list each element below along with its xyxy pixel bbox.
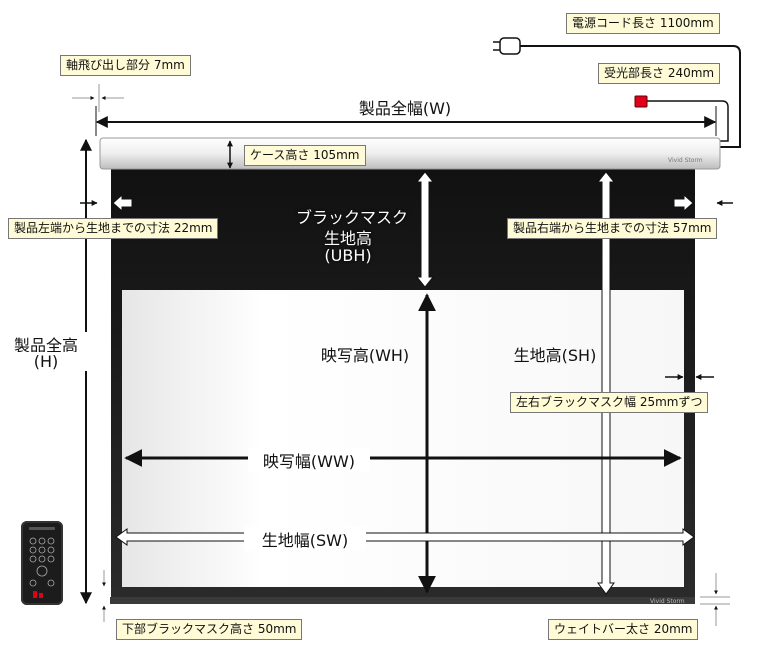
side-mask-label: 左右ブラックマスク幅 25mmずつ — [510, 392, 709, 413]
shaft-label: 軸飛び出し部分 7mm — [60, 55, 191, 76]
left-edge-arrow-hollow — [112, 193, 133, 213]
view-width-label: 映写幅(WW) — [248, 448, 370, 472]
right-edge-arrow-hollow — [673, 193, 694, 213]
fabric-height-label: 生地高(SH) — [513, 346, 597, 365]
power-cord-label: 電源コード長さ 1100mm — [566, 13, 720, 34]
black-mask-height-arrow — [415, 171, 435, 288]
view-height-label: 映写高(WH) — [320, 346, 410, 365]
right-edge-label: 製品右端から生地までの寸法 57mm — [507, 218, 718, 239]
bottom-mask-label: 下部ブラックマスク高さ 50mm — [116, 619, 303, 640]
receiver-icon — [634, 95, 648, 108]
black-mask-label-line1: ブラックマスク — [296, 208, 409, 227]
fabric-height-arrow — [596, 171, 616, 595]
total-width-label: 製品全幅(W) — [358, 99, 452, 118]
remote-control-icon — [21, 521, 63, 605]
total-height-label-line2: (H) — [4, 352, 88, 371]
bar-brand-mark: Vivid Storm — [650, 598, 685, 605]
black-mask-label-line2: 生地高 — [323, 229, 372, 248]
black-mask-label-line3: (UBH) — [324, 246, 372, 265]
fabric-width-label: 生地幅(SW) — [244, 527, 366, 551]
total-height-label-line1: 製品全高 — [4, 332, 88, 356]
power-cord-line — [520, 45, 741, 148]
power-plug-icon — [493, 37, 521, 55]
weight-bar-label: ウェイトバー太さ 20mm — [548, 619, 699, 640]
screen-view-area — [122, 290, 684, 587]
left-edge-label: 製品左端から生地までの寸法 22mm — [8, 218, 219, 239]
case-brand-mark: Vivid Storm — [668, 157, 703, 164]
weight-bar — [110, 597, 695, 604]
receiver-label: 受光部長さ 240mm — [598, 63, 721, 84]
case-height-label: ケース高さ 105mm — [244, 145, 366, 166]
receiver-cable — [647, 100, 729, 142]
screen-case — [99, 137, 721, 170]
